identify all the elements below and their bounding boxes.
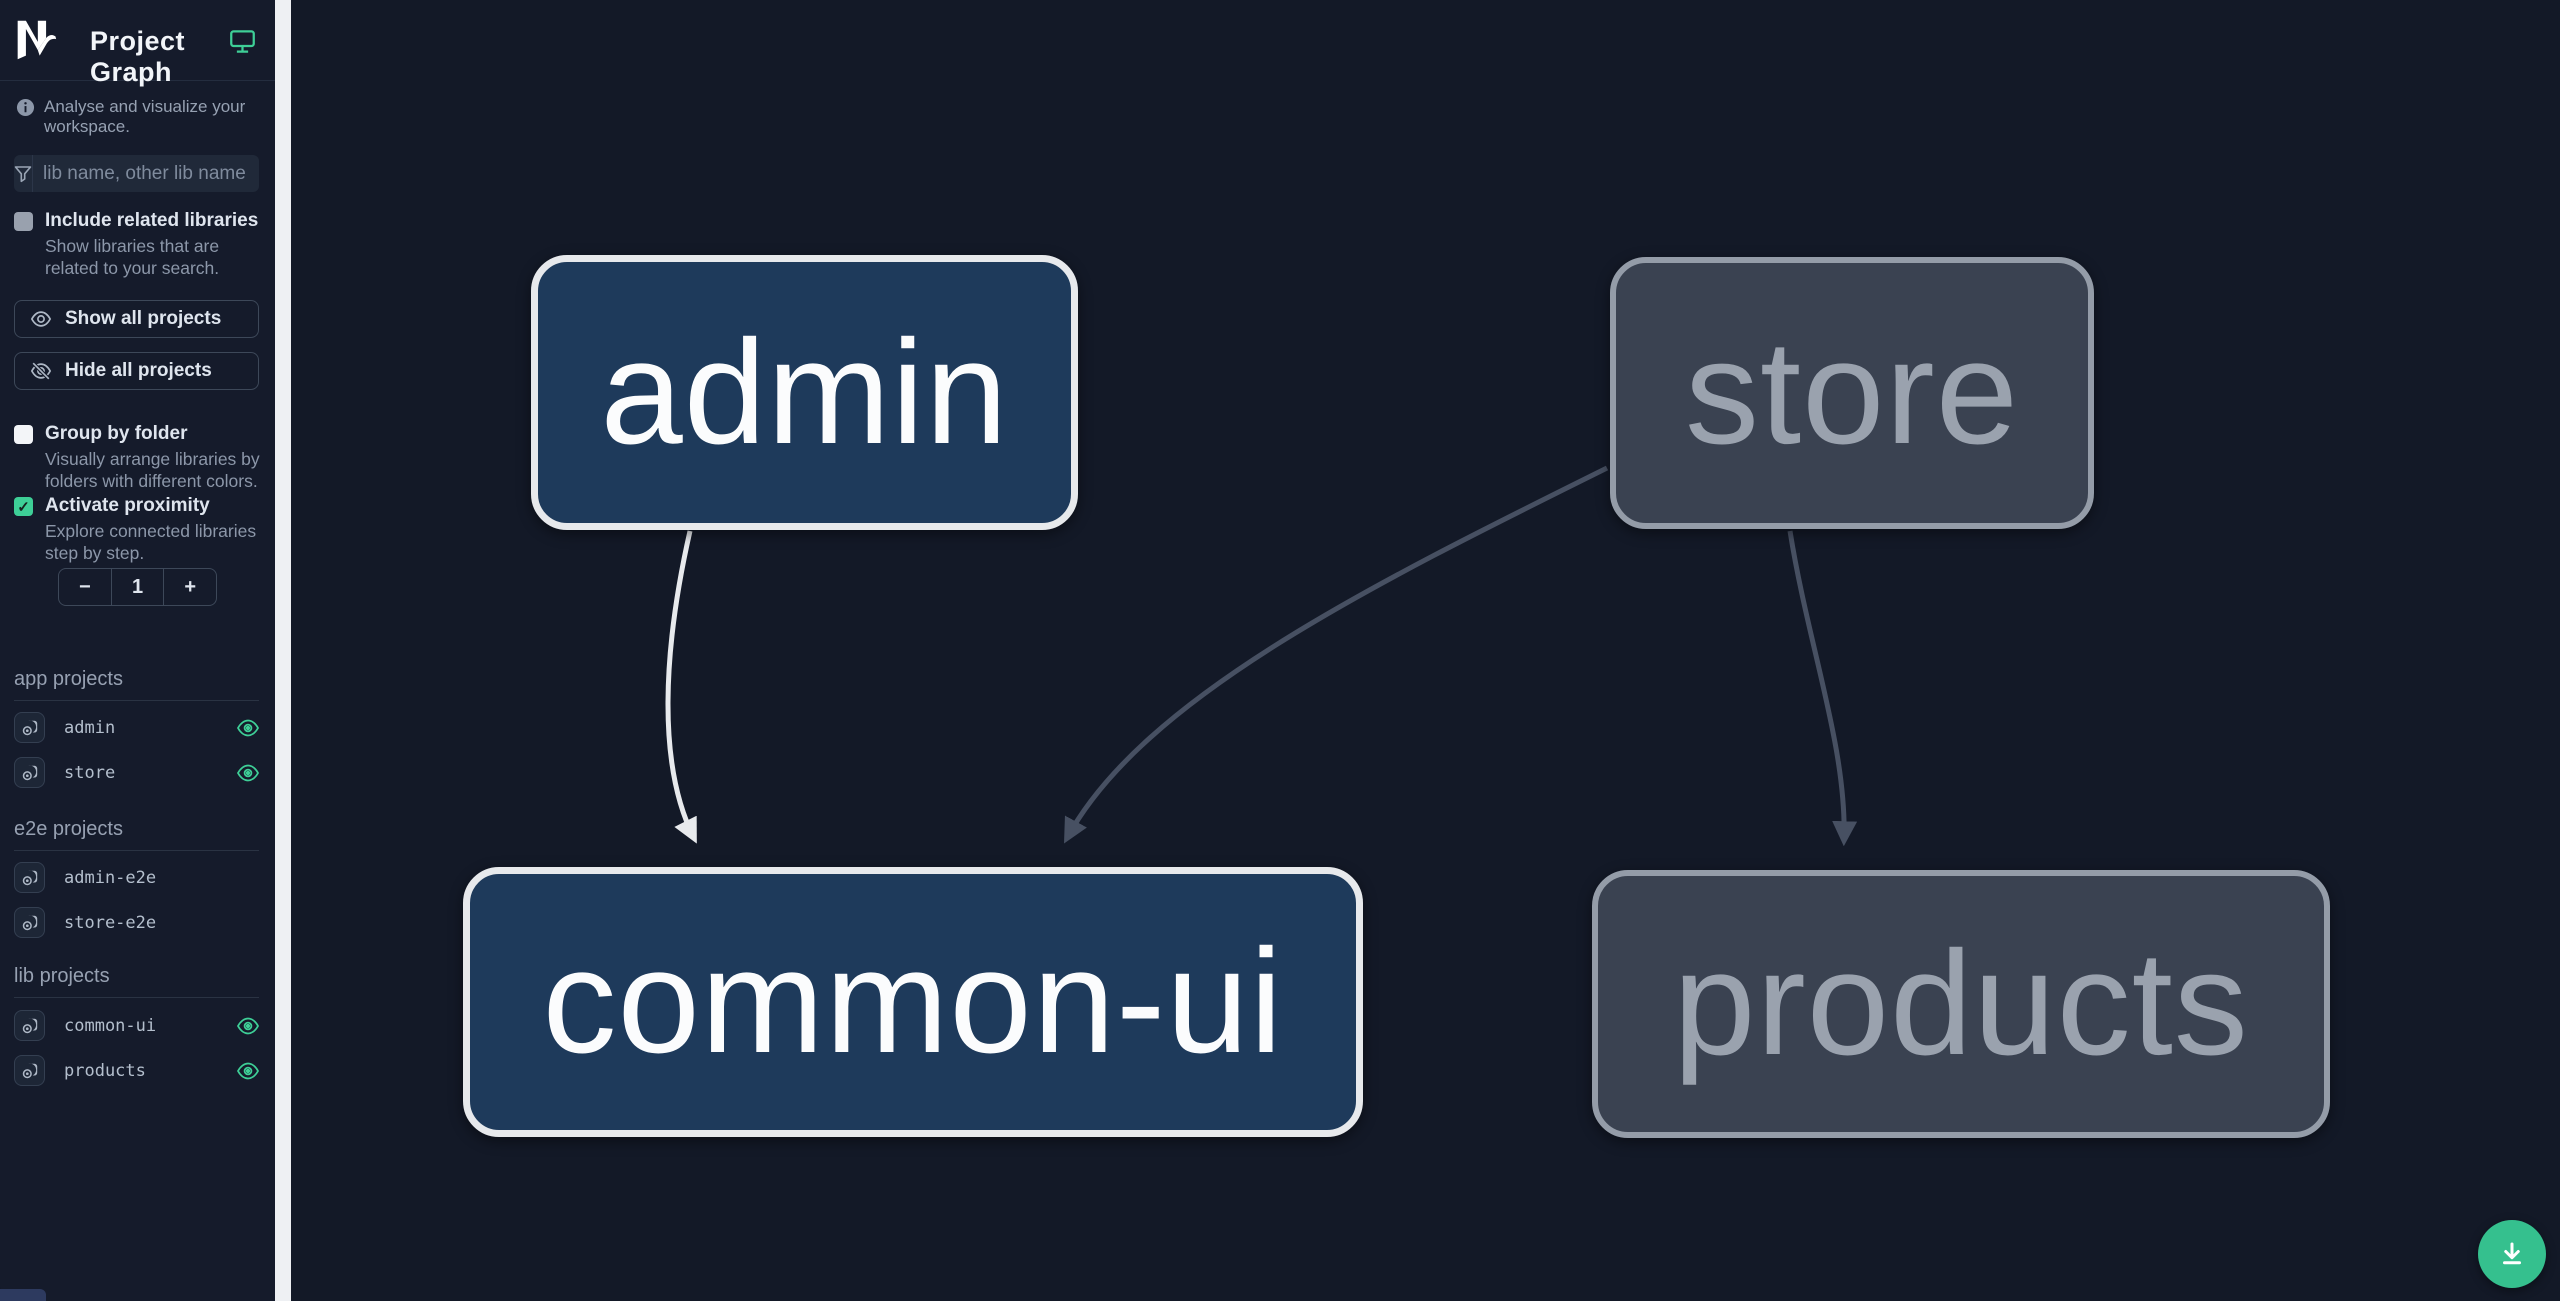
toggle-visibility-eye-icon[interactable] <box>236 1059 260 1083</box>
project-name: products <box>64 1060 146 1081</box>
focus-project-icon <box>22 1063 37 1078</box>
node-label: store <box>1684 310 2020 475</box>
focus-project-button[interactable] <box>14 712 45 743</box>
page-title: Project Graph <box>90 26 186 87</box>
graph-node-admin[interactable]: admin <box>531 255 1078 530</box>
activate-proximity-checkbox[interactable]: ✓ <box>14 497 33 516</box>
graph-node-common-ui[interactable]: common-ui <box>463 867 1363 1137</box>
focus-project-icon <box>22 915 37 930</box>
hide-all-projects-label: Hide all projects <box>65 360 212 381</box>
sidebar: Project Graph Analyse and visualize your… <box>0 0 275 1301</box>
project-name: store-e2e <box>64 912 157 933</box>
include-related-description: Show libraries that are related to your … <box>45 235 220 279</box>
checkmark-icon: ✓ <box>17 498 30 516</box>
group-by-folder-label: Group by folder <box>45 423 188 444</box>
focus-project-button[interactable] <box>14 862 45 893</box>
workspace-tagline: Analyse and visualize your workspace. <box>16 97 266 137</box>
project-row-store-e2e: store-e2e <box>14 907 262 938</box>
sidebar-header: Project Graph <box>0 0 275 87</box>
download-graph-button[interactable] <box>2478 1220 2546 1288</box>
group-by-folder-row: Group by folder Visually arrange librari… <box>14 423 262 493</box>
project-name: admin <box>64 717 116 738</box>
focus-project-button[interactable] <box>14 1055 45 1086</box>
node-label: products <box>1673 921 2249 1086</box>
focus-project-button[interactable] <box>14 907 45 938</box>
horizontal-scrollbar-thumb[interactable] <box>0 1289 46 1301</box>
group-by-folder-description: Visually arrange libraries by folders wi… <box>45 448 260 492</box>
filter-box <box>14 155 259 192</box>
graph-canvas[interactable]: admin store common-ui products <box>291 0 2560 1301</box>
graph-node-store[interactable]: store <box>1610 257 2094 529</box>
include-related-row: Include related libraries Show libraries… <box>14 210 262 280</box>
project-row-admin-e2e: admin-e2e <box>14 862 262 893</box>
section-app-projects: app projects <box>14 668 259 701</box>
sidebar-scrollbar[interactable] <box>275 0 291 1301</box>
focus-project-icon <box>22 765 37 780</box>
tagline-text: Analyse and visualize your workspace. <box>44 97 246 136</box>
toggle-visibility-eye-icon[interactable] <box>236 761 260 785</box>
edge-store-to-common-ui[interactable] <box>1064 465 1609 844</box>
group-by-folder-checkbox[interactable] <box>14 425 33 444</box>
activate-proximity-row: ✓ Activate proximity Explore connected l… <box>14 495 262 565</box>
proximity-value[interactable]: 1 <box>110 569 164 605</box>
info-icon <box>16 98 35 117</box>
toggle-visibility-eye-icon[interactable] <box>236 716 260 740</box>
section-lib-projects: lib projects <box>14 965 259 998</box>
proximity-decrement-button[interactable]: − <box>78 575 91 598</box>
focus-project-icon <box>22 870 37 885</box>
download-icon <box>2503 1242 2521 1265</box>
focus-project-button[interactable] <box>14 1010 45 1041</box>
toggle-visibility-eye-icon[interactable] <box>236 1014 260 1038</box>
include-related-label: Include related libraries <box>45 210 259 231</box>
include-related-checkbox[interactable] <box>14 212 33 231</box>
hide-all-projects-button[interactable]: Hide all projects <box>14 352 259 390</box>
activate-proximity-label: Activate proximity <box>45 495 210 516</box>
project-name: store <box>64 762 116 783</box>
node-label: common-ui <box>542 919 1284 1084</box>
activate-proximity-description: Explore connected libraries step by step… <box>45 520 257 564</box>
proximity-stepper: − 1 + <box>58 568 217 606</box>
project-name: common-ui <box>64 1015 157 1036</box>
project-name: admin-e2e <box>64 867 157 888</box>
eye-icon <box>30 311 52 327</box>
funnel-icon <box>14 155 33 192</box>
eye-off-icon <box>30 361 52 381</box>
node-label: admin <box>600 309 1009 475</box>
filter-input[interactable] <box>33 155 259 192</box>
show-all-projects-button[interactable]: Show all projects <box>14 300 259 338</box>
focus-project-icon <box>22 720 37 735</box>
edge-admin-to-common-ui[interactable] <box>665 530 697 844</box>
project-row-products: products <box>14 1055 262 1086</box>
proximity-increment-button[interactable]: + <box>163 569 216 605</box>
graph-node-products[interactable]: products <box>1592 870 2330 1138</box>
edge-store-to-products[interactable] <box>1787 530 1858 847</box>
graph-edges <box>665 465 1858 847</box>
focus-project-button[interactable] <box>14 757 45 788</box>
focus-project-icon <box>22 1018 37 1033</box>
nx-logo-icon <box>17 20 57 60</box>
show-all-projects-label: Show all projects <box>65 308 222 329</box>
monitor-icon[interactable] <box>229 28 256 55</box>
project-row-store: store <box>14 757 262 788</box>
section-e2e-projects: e2e projects <box>14 818 259 851</box>
project-row-admin: admin <box>14 712 262 743</box>
project-row-common-ui: common-ui <box>14 1010 262 1041</box>
